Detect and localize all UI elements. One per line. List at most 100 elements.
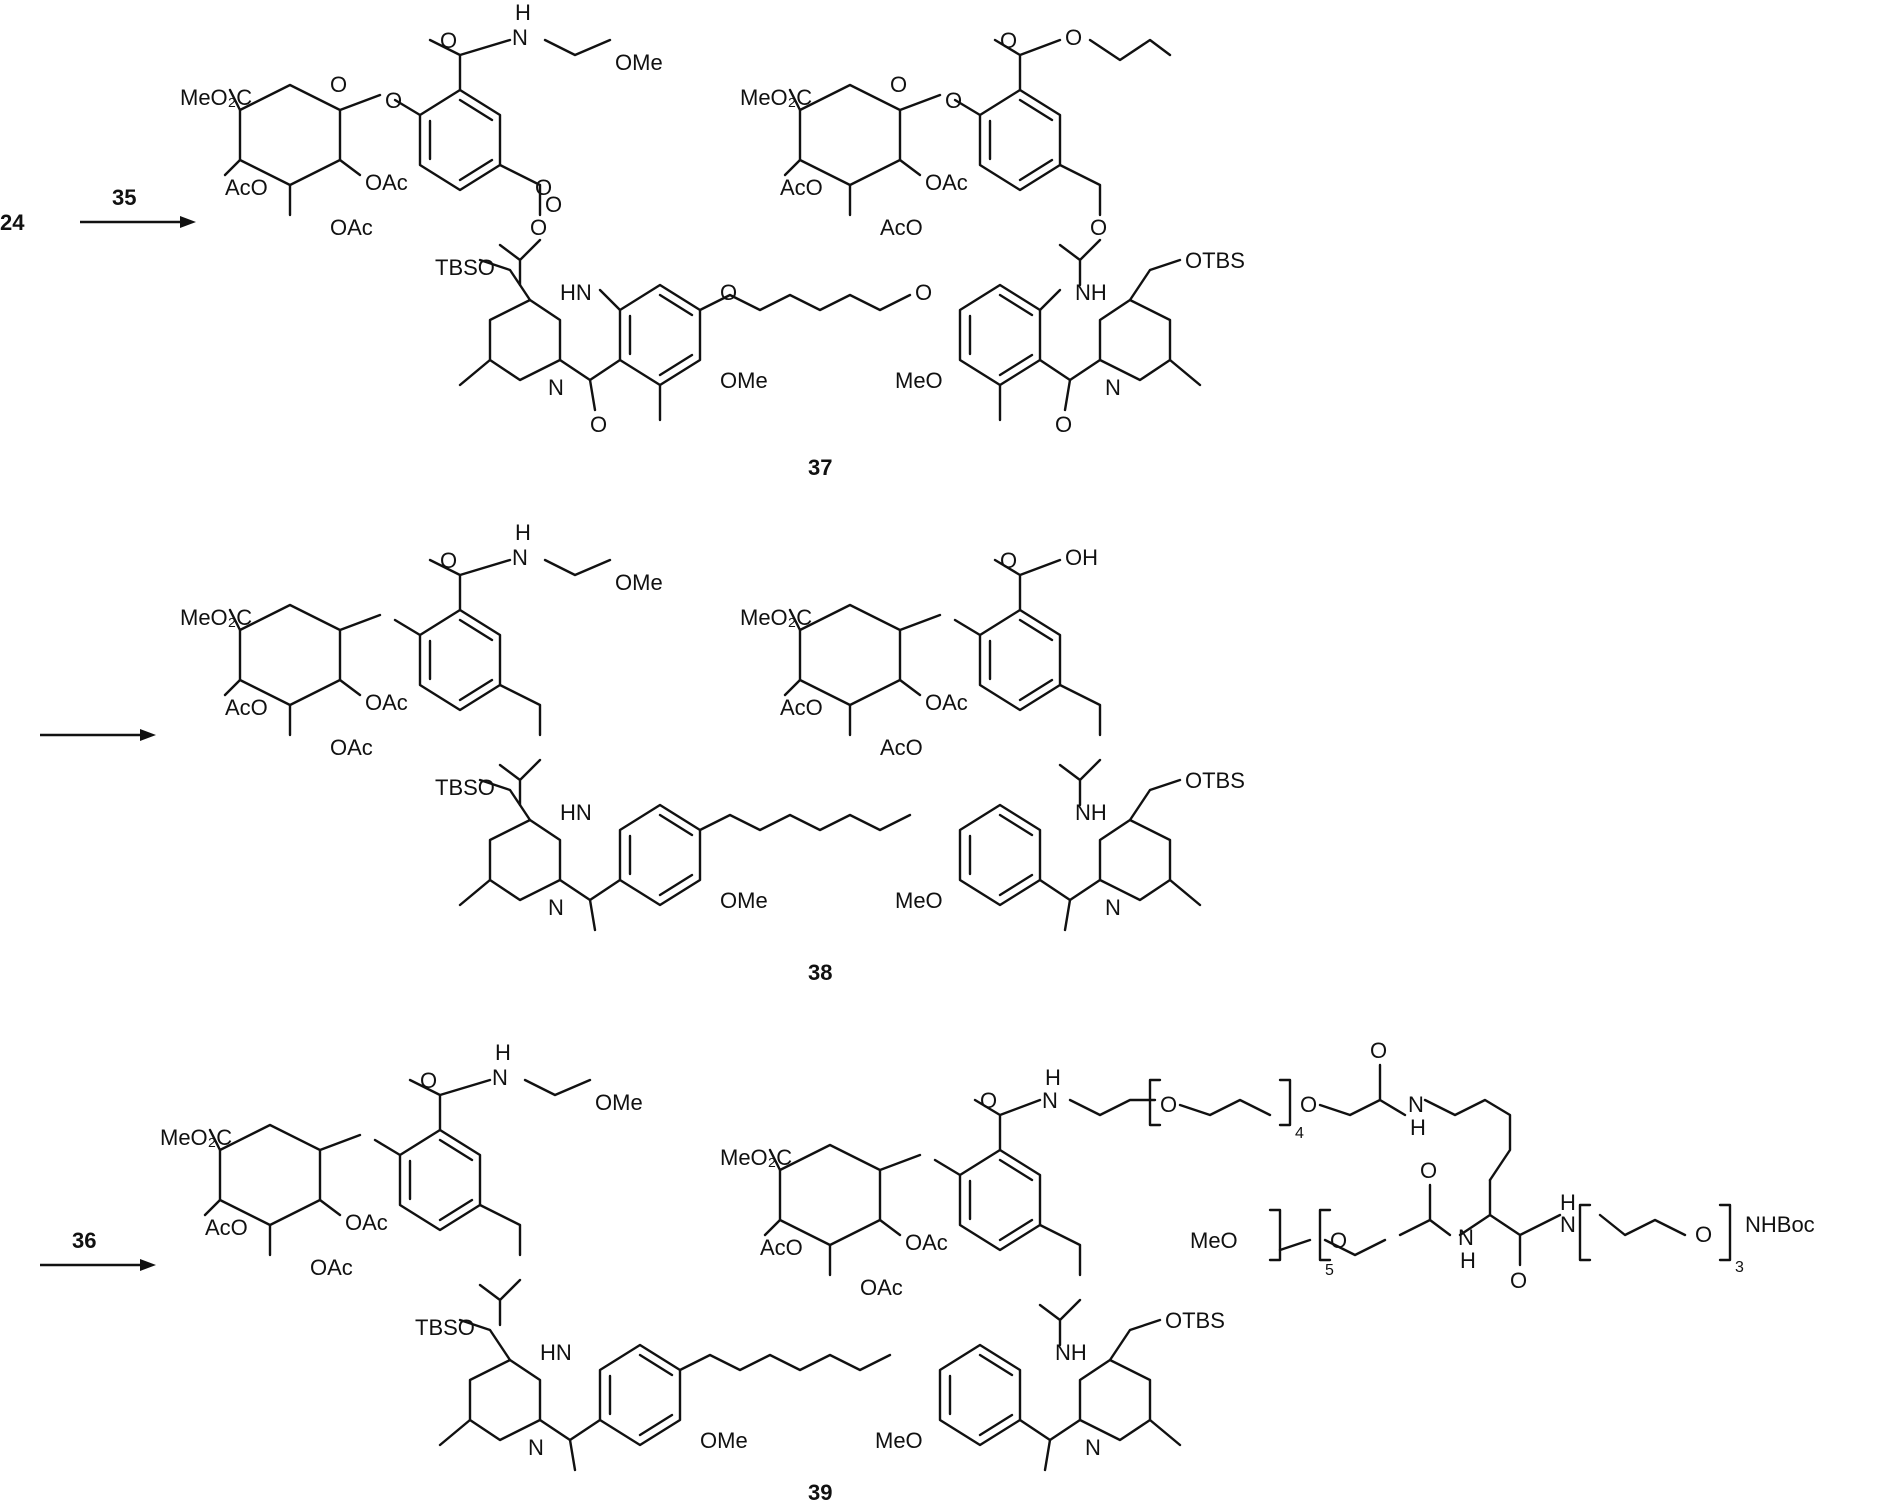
label-n-pyrrolidine: N — [1085, 1435, 1101, 1460]
label-aco: AcO — [780, 175, 823, 200]
label-peg-subscript-5: 5 — [1325, 1262, 1334, 1279]
label-n-pyrrolidine: N — [548, 895, 564, 920]
label-meo2c: MeO₂C — [740, 605, 812, 630]
label-ome: OMe — [720, 888, 768, 913]
label-o-benzyl: O — [1090, 215, 1107, 240]
compound-37-structure: MeO₂C AcO OAc OAc O O O H N OMe O O O — [180, 0, 1245, 437]
label-nh: NH — [1055, 1340, 1087, 1365]
reaction-arrow-2-head — [140, 729, 156, 741]
label-nhboc: NHBoc — [1745, 1212, 1815, 1237]
reagent-36-label: 36 — [72, 1228, 96, 1253]
label-meo2c: MeO₂C — [180, 605, 252, 630]
right-glucuronide-aryl: MeO₂C AcO OAc AcO O O O O O — [740, 25, 1170, 285]
label-n: N — [1560, 1212, 1576, 1237]
left-glucuronide-aryl: MeO₂C AcO OAc OAc O O O H N OMe O O O — [180, 0, 663, 285]
label-ome: OMe — [615, 570, 663, 595]
label-tbso: TBSO — [415, 1315, 475, 1340]
pbd-dimer-core: TBSO OTBS HN NH OMe MeO N N — [415, 1308, 1225, 1470]
right-glucuronide-aryl: MeO₂C AcO OAc AcO O OH — [740, 545, 1100, 805]
label-o-amide: O — [590, 412, 607, 437]
left-glucuronide-aryl: MeO₂C AcO OAc OAc O H N OMe — [160, 1040, 643, 1325]
label-n: N — [1042, 1088, 1058, 1113]
label-o-glycoside: O — [945, 88, 962, 113]
label-aco: AcO — [760, 1235, 803, 1260]
label-oh: OH — [1065, 545, 1098, 570]
label-aco: AcO — [780, 695, 823, 720]
pbd-dimer-core: TBSO OTBS HN NH O O OMe MeO N N O O — [435, 248, 1245, 437]
right-glucuronide-aryl: MeO₂C AcO OAc OAc O H N — [720, 1065, 1080, 1345]
label-n: N — [512, 25, 528, 50]
label-oac: OAc — [925, 170, 968, 195]
label-aco: AcO — [225, 695, 268, 720]
label-oac: OAc — [330, 735, 373, 760]
label-o-carbonyl: O — [440, 28, 457, 53]
reagent-35-label: 35 — [112, 185, 136, 210]
label-n-pyrrolidine: N — [548, 375, 564, 400]
label-oac: OAc — [905, 1230, 948, 1255]
label-otbs: OTBS — [1185, 248, 1245, 273]
compound-37-label: 37 — [808, 455, 832, 480]
label-hn: HN — [560, 800, 592, 825]
label-ome: OMe — [720, 368, 768, 393]
label-oac: OAc — [345, 1210, 388, 1235]
label-o-ester: O — [1065, 25, 1082, 50]
label-oac: OAc — [365, 690, 408, 715]
label-o-linker: O — [720, 280, 737, 305]
pbd-dimer-core: TBSO OTBS HN NH OMe MeO N N — [435, 768, 1245, 930]
label-hn: HN — [560, 280, 592, 305]
label-meo: MeO — [1190, 1228, 1238, 1253]
label-o-peg: O — [1330, 1228, 1347, 1253]
label-meo2c: MeO₂C — [160, 1125, 232, 1150]
label-meo2c: MeO₂C — [180, 85, 252, 110]
label-o-carbamate-2: O — [545, 192, 562, 217]
label-o-peg: O — [1300, 1092, 1317, 1117]
label-n-pyrrolidine: N — [1105, 895, 1121, 920]
label-aco: AcO — [880, 215, 923, 240]
label-otbs: OTBS — [1165, 1308, 1225, 1333]
label-n-pyrrolidine: N — [528, 1435, 544, 1460]
label-o-linker: O — [915, 280, 932, 305]
label-h: H — [1045, 1065, 1061, 1090]
label-ome: OMe — [595, 1090, 643, 1115]
label-n: N — [1408, 1092, 1424, 1117]
label-aco: AcO — [225, 175, 268, 200]
label-n: N — [512, 545, 528, 570]
compound-38-structure: MeO₂C AcO OAc OAc O H N OMe MeO₂C AcO OA… — [180, 520, 1245, 930]
label-meo2c: MeO₂C — [720, 1145, 792, 1170]
reaction-arrow-3-head — [140, 1259, 156, 1271]
label-o-peg: O — [1695, 1222, 1712, 1247]
label-oac: OAc — [365, 170, 408, 195]
label-peg-subscript-3: 3 — [1735, 1259, 1744, 1276]
label-n-pyrrolidine: N — [1105, 375, 1121, 400]
label-nh: NH — [1075, 280, 1107, 305]
peg-lysine-appendage: O 4 O O N H O N H O H N O 3 NHBoc MeO O … — [1070, 1038, 1815, 1293]
compound-39-structure: MeO₂C AcO OAc OAc O H N OMe MeO₂C AcO OA… — [160, 1038, 1815, 1470]
label-o-amide: O — [1055, 412, 1072, 437]
label-otbs: OTBS — [1185, 768, 1245, 793]
label-o-peg: O — [1160, 1092, 1177, 1117]
label-o-carbonyl: O — [980, 1088, 997, 1113]
compound-38-label: 38 — [808, 960, 832, 985]
label-meo: MeO — [895, 888, 943, 913]
label-o-ring: O — [890, 72, 907, 97]
left-glucuronide-aryl: MeO₂C AcO OAc OAc O H N OMe — [180, 520, 663, 805]
label-meo: MeO — [895, 368, 943, 393]
label-meo2c: MeO₂C — [740, 85, 812, 110]
label-oac: OAc — [925, 690, 968, 715]
label-hn: HN — [540, 1340, 572, 1365]
label-aco: AcO — [205, 1215, 248, 1240]
label-o-ring: O — [330, 72, 347, 97]
label-h: H — [1410, 1115, 1426, 1140]
compound-39-label: 39 — [808, 1480, 832, 1505]
label-meo: MeO — [875, 1428, 923, 1453]
label-ome: OMe — [615, 50, 663, 75]
label-peg-subscript-4: 4 — [1295, 1125, 1304, 1142]
label-tbso: TBSO — [435, 255, 495, 280]
label-oac: OAc — [860, 1275, 903, 1300]
label-ome: OMe — [700, 1428, 748, 1453]
label-n: N — [492, 1065, 508, 1090]
label-h: H — [495, 1040, 511, 1065]
label-o-carbonyl: O — [1510, 1268, 1527, 1293]
label-h: H — [515, 520, 531, 545]
